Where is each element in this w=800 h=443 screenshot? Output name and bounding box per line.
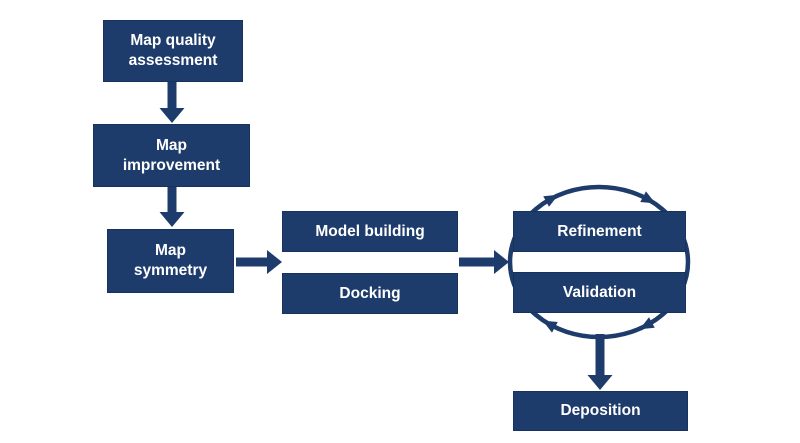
cycle-arrowhead-top-right-icon	[640, 191, 656, 204]
arrow-map-improvement-to-map-symmetry-icon	[159, 187, 185, 227]
node-refinement: Refinement	[513, 211, 686, 252]
node-deposition: Deposition	[513, 391, 688, 431]
arrow-model-building-to-refinement-icon	[459, 250, 509, 274]
node-label: Deposition	[560, 402, 641, 420]
cycle-arrowhead-top-left-icon	[543, 194, 559, 207]
node-label: Map symmetry	[133, 242, 208, 279]
node-model-building: Model building	[282, 211, 458, 252]
arrow-map-symmetry-to-model-building-icon	[236, 250, 282, 274]
node-label: Refinement	[557, 222, 642, 240]
node-validation: Validation	[513, 272, 686, 313]
node-label: Docking	[339, 284, 401, 302]
node-label: Model building	[315, 222, 425, 240]
node-label: Map improvement	[122, 136, 221, 174]
node-map-quality-assessment: Map quality assessment	[103, 20, 243, 82]
node-label: Map quality assessment	[128, 32, 218, 69]
arrow-map-quality-to-map-improvement-icon	[159, 82, 185, 123]
cycle-arrowhead-bottom-right-icon	[639, 317, 655, 330]
node-map-symmetry: Map symmetry	[107, 229, 234, 293]
cycle-arrowhead-bottom-left-icon	[542, 320, 558, 333]
arrow-validation-to-deposition-icon	[587, 334, 613, 390]
node-map-improvement: Map improvement	[93, 124, 250, 187]
node-docking: Docking	[282, 273, 458, 314]
refinement-validation-cycle-ring	[507, 184, 691, 340]
node-label: Validation	[562, 283, 637, 301]
